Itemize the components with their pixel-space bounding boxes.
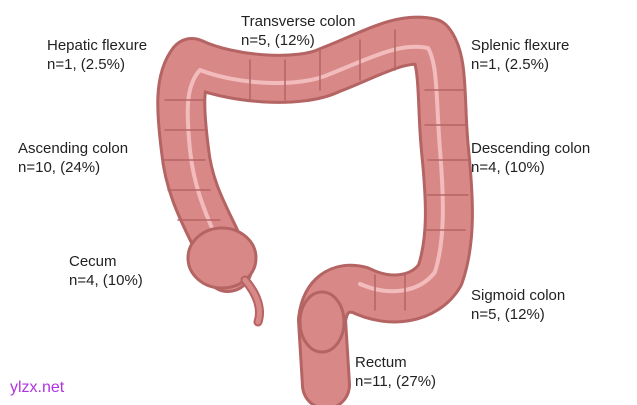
- segment-stat: n=10, (24%): [18, 159, 101, 176]
- segment-stat: n=5, (12%): [471, 306, 545, 323]
- segment-name: Ascending colon: [18, 140, 129, 157]
- colon-highlight: [185, 44, 445, 294]
- rectum-shape: [298, 290, 346, 354]
- segment-name: Cecum: [69, 253, 117, 270]
- segment-name: Transverse colon: [241, 13, 356, 30]
- label-ascending-colon: Ascending colon n=10, (24%): [18, 139, 128, 177]
- label-hepatic-flexure: Hepatic flexure n=1, (2.5%): [47, 36, 147, 74]
- segment-stat: n=1, (2.5%): [471, 56, 549, 73]
- label-rectum: Rectum n=11, (27%): [355, 353, 436, 391]
- label-cecum: Cecum n=4, (10%): [69, 252, 143, 290]
- label-sigmoid-colon: Sigmoid colon n=5, (12%): [471, 286, 565, 324]
- segment-name: Hepatic flexure: [47, 37, 148, 54]
- label-descending-colon: Descending colon n=4, (10%): [471, 139, 590, 177]
- segment-name: Sigmoid colon: [471, 287, 566, 304]
- segment-stat: n=4, (10%): [69, 272, 143, 289]
- label-splenic-flexure: Splenic flexure n=1, (2.5%): [471, 36, 569, 74]
- segment-name: Rectum: [355, 354, 407, 371]
- segment-name: Splenic flexure: [471, 37, 570, 54]
- cecum-shape: [186, 226, 258, 290]
- segment-stat: n=11, (27%): [355, 373, 437, 390]
- label-transverse-colon: Transverse colon n=5, (12%): [241, 12, 356, 50]
- watermark: ylzx.net: [10, 379, 65, 396]
- segment-stat: n=1, (2.5%): [47, 56, 125, 73]
- segment-name: Descending colon: [471, 140, 591, 157]
- segment-stat: n=4, (10%): [471, 159, 545, 176]
- segment-stat: n=5, (12%): [241, 32, 315, 49]
